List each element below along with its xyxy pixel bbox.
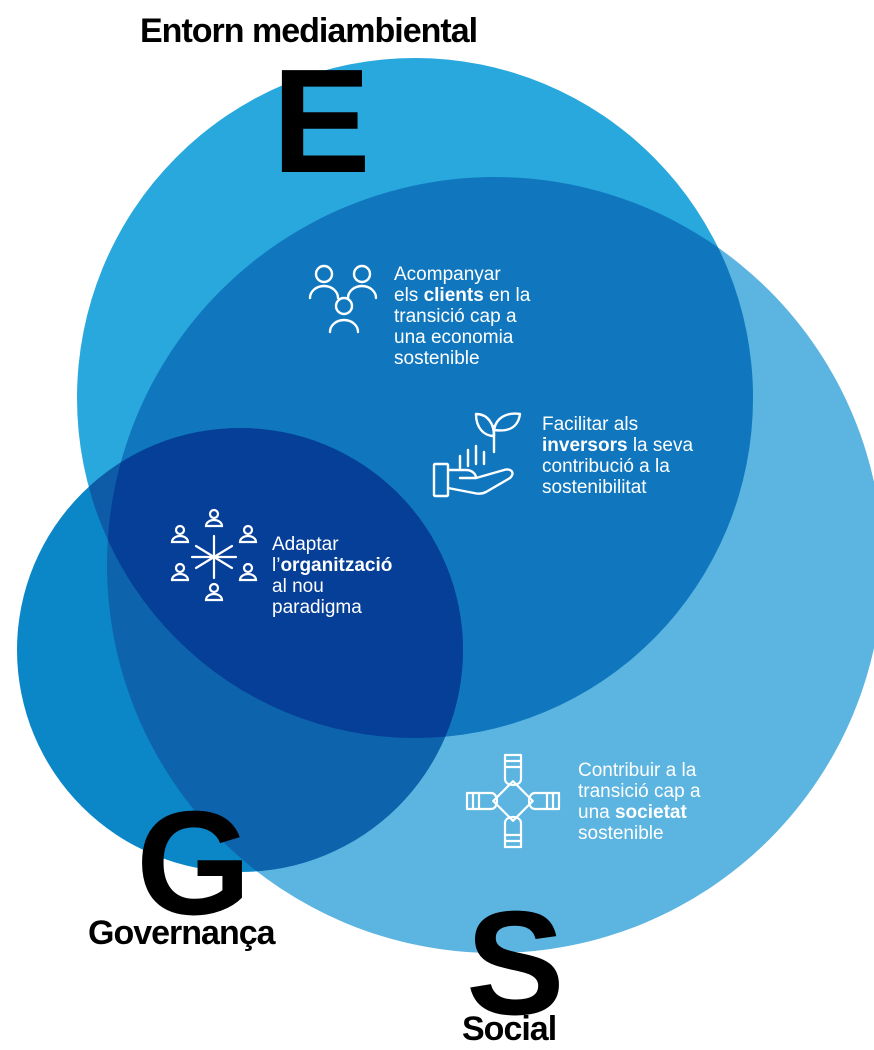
- social-label: Social: [462, 1010, 557, 1048]
- text-line: contribució a la: [542, 456, 670, 477]
- text-line: inversors la seva: [542, 435, 694, 456]
- center-overlap: [107, 428, 463, 738]
- environment-social-overlap: [107, 177, 753, 738]
- organization-text: Adaptar l’organització al nou paradigma: [272, 534, 392, 618]
- text-line: sostenible: [578, 823, 664, 844]
- text-line: sostenible: [394, 348, 480, 369]
- text-line: Contribuir a la: [578, 760, 697, 781]
- text-line: sostenibilitat: [542, 477, 647, 498]
- text-line: transició cap a: [394, 306, 517, 327]
- text-line: paradigma: [272, 597, 362, 618]
- text-line: Facilitar als: [542, 414, 639, 435]
- text-line: transició cap a: [578, 781, 701, 802]
- text-line: una economia: [394, 327, 514, 348]
- social-letter: S: [466, 881, 565, 1046]
- organization-network-icon: [168, 506, 260, 606]
- text-line: l’organització: [272, 555, 393, 576]
- environment-letter: E: [272, 39, 371, 204]
- text-line: els clients en la: [394, 285, 531, 306]
- society-text: Contribuir a la transició cap a una soci…: [578, 760, 701, 844]
- clients-text: Acompanyar els clients en la transició c…: [394, 264, 530, 369]
- joined-hands-icon: [456, 744, 570, 858]
- governance-label: Governança: [88, 914, 276, 952]
- governance-letter: G: [136, 781, 251, 946]
- text-line: Adaptar: [272, 534, 339, 555]
- environment-label: Entorn mediambiental: [140, 12, 478, 50]
- hand-growing-plant-icon: [430, 406, 530, 502]
- text-line: Acompanyar: [394, 264, 501, 285]
- text-line: una societat: [578, 802, 687, 823]
- people-group-icon: [304, 262, 384, 336]
- text-line: al nou: [272, 576, 324, 597]
- investors-text: Facilitar als inversors la seva contribu…: [542, 414, 693, 498]
